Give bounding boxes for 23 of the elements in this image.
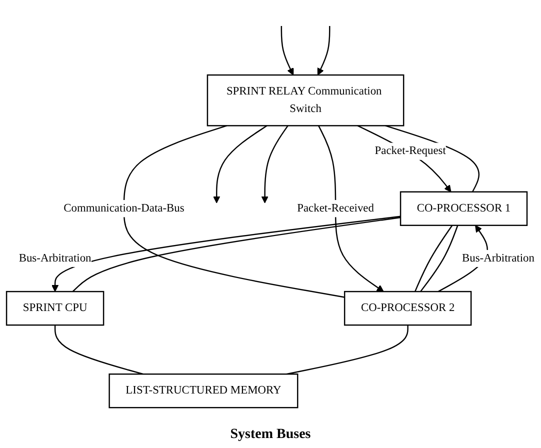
edge-label: Bus-Arbitration [18, 252, 92, 265]
arrow [317, 26, 330, 76]
arrow [261, 125, 288, 204]
arrow [213, 125, 268, 204]
connector [286, 325, 408, 375]
node-box: CO-PROCESSOR 1 [400, 191, 528, 226]
connector [414, 224, 453, 292]
node-box: SPRINT CPU [6, 290, 104, 326]
edge-label: Packet-Received [297, 202, 374, 215]
connector [123, 125, 345, 298]
bus-label: System Buses [230, 427, 311, 443]
arrow [318, 125, 384, 292]
node-box: LIST-STRUCTURED MEMORY [108, 373, 298, 408]
connector [420, 225, 458, 292]
edge-label: Packet-Request [374, 145, 446, 158]
connector [54, 325, 144, 375]
edge-label: Bus-Arbitration [462, 252, 534, 265]
node-box: SPRINT RELAY Communication Switch [206, 74, 404, 126]
edge-label: Communication-Data-Bus [64, 202, 184, 215]
connector [385, 125, 480, 192]
node-box: CO-PROCESSOR 2 [344, 290, 472, 326]
arrow [357, 125, 452, 192]
arrow [280, 26, 294, 76]
